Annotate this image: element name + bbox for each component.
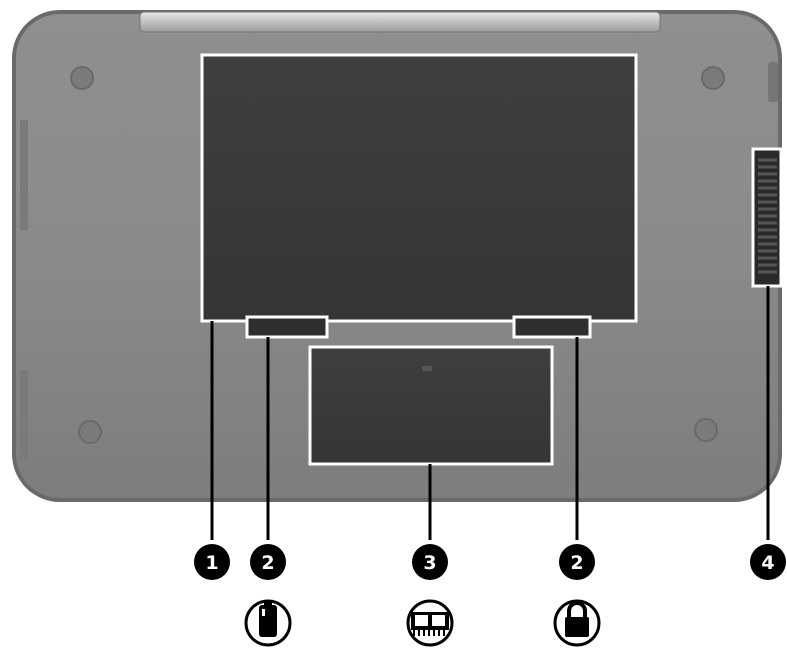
callout-1: 1 <box>194 544 230 580</box>
lock-icon <box>553 599 601 647</box>
callout-number: 3 <box>423 552 436 574</box>
callout-2-left: 2 <box>250 544 286 580</box>
rubber-foot <box>70 66 94 90</box>
left-side-port <box>20 120 28 230</box>
callout-number: 1 <box>205 552 218 574</box>
right-side-port <box>768 62 778 102</box>
callout-2-right: 2 <box>559 544 595 580</box>
callout-number: 2 <box>570 552 583 574</box>
side-vent <box>751 147 783 288</box>
left-side-port-lower <box>20 370 28 460</box>
leader-lines <box>210 286 770 540</box>
rubber-foot <box>78 420 102 444</box>
memory-module-icon <box>406 599 454 647</box>
rubber-foot <box>694 418 718 442</box>
rubber-feet <box>70 66 725 444</box>
callout-3: 3 <box>412 544 448 580</box>
callout-number: 4 <box>761 552 774 574</box>
callout-4: 4 <box>750 544 786 580</box>
battery-bay <box>200 53 638 323</box>
battery-release-latch <box>245 315 329 339</box>
hinge-strip <box>139 11 661 33</box>
callout-number: 2 <box>261 552 274 574</box>
battery-icon <box>244 599 292 647</box>
memory-module-compartment <box>308 345 554 466</box>
rubber-foot <box>701 66 725 90</box>
battery-lock-latch <box>512 315 592 339</box>
